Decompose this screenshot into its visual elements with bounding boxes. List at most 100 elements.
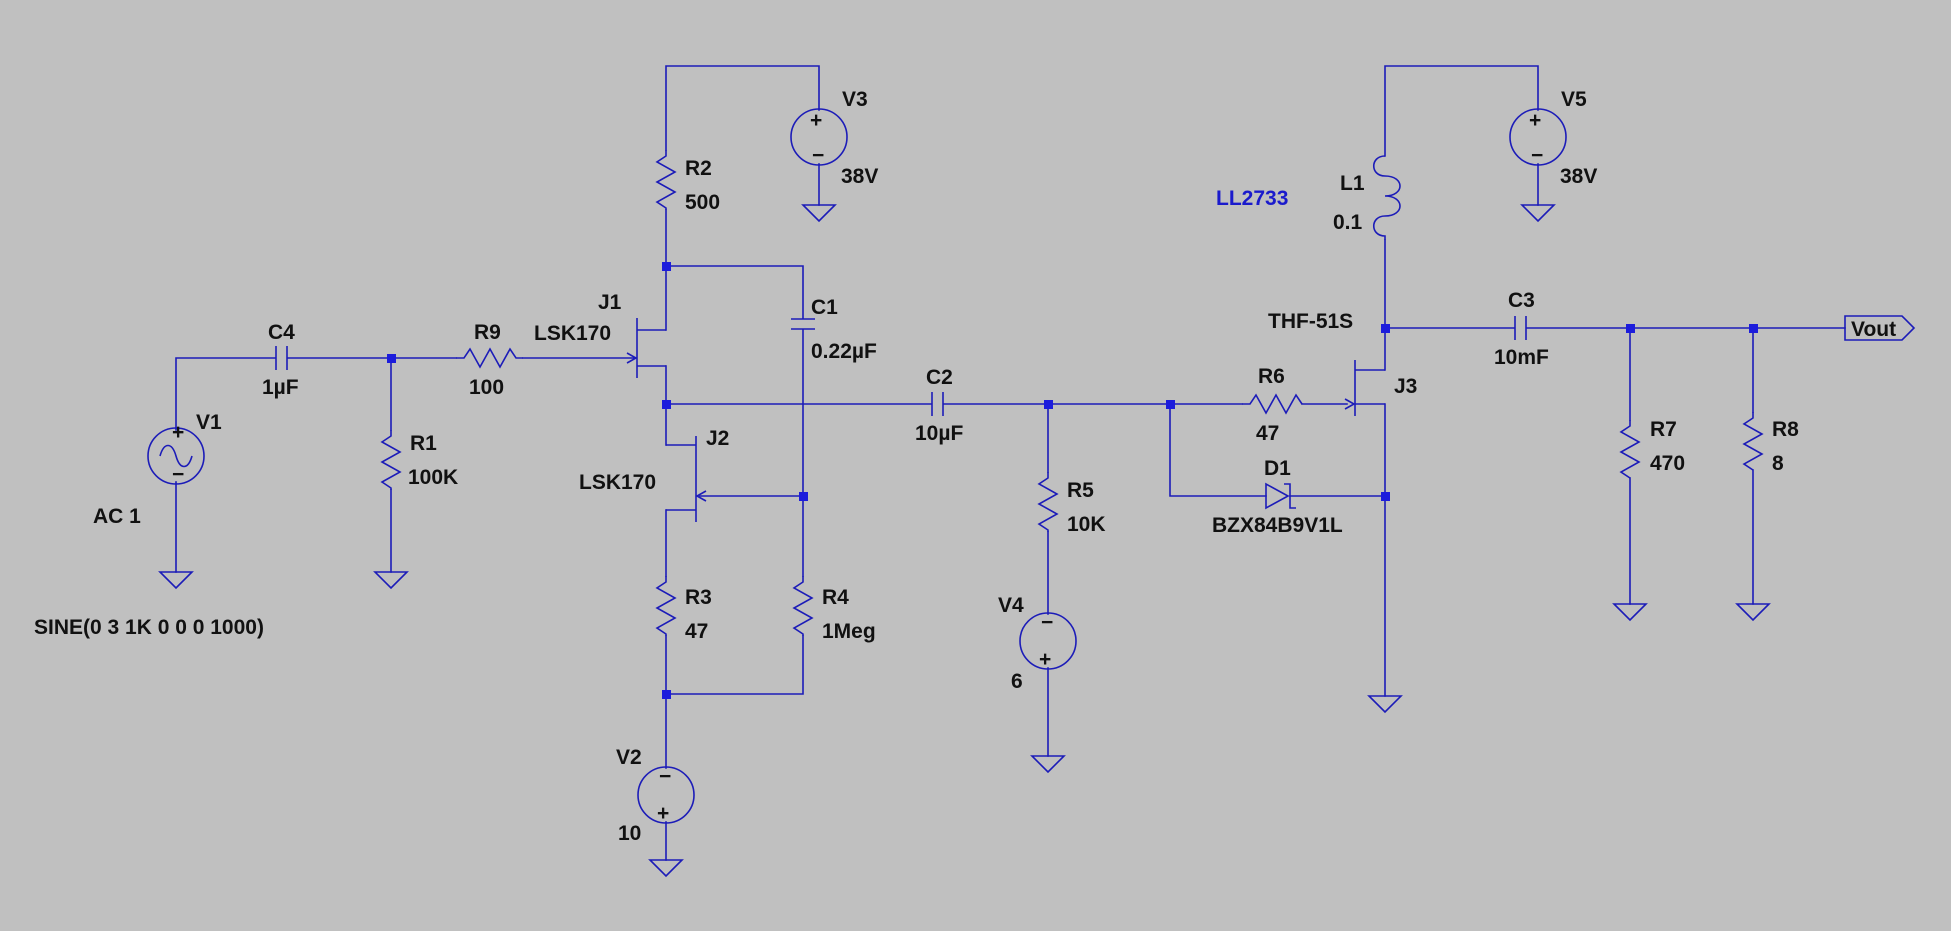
junction-r8 xyxy=(1749,324,1758,333)
wire-c1-top xyxy=(665,265,804,319)
junction-r3-r4 xyxy=(662,690,671,699)
resistor-r4[interactable] xyxy=(792,576,814,636)
label-v4-name: V4 xyxy=(998,594,1024,617)
label-c3-name: C3 xyxy=(1508,289,1535,312)
wire-d1-anode xyxy=(1169,403,1267,497)
label-l1-name: L1 xyxy=(1340,172,1365,195)
ground-r7 xyxy=(1612,603,1648,622)
label-v2-value: 10 xyxy=(618,822,641,845)
label-v5-name: V5 xyxy=(1561,88,1587,111)
net-label-vout[interactable]: Vout xyxy=(1844,315,1916,341)
ac-source-v1[interactable]: + − xyxy=(147,421,205,486)
label-j2-model: LSK170 xyxy=(579,471,656,494)
dc-source-v5[interactable]: + − xyxy=(1509,108,1567,167)
ground-r8 xyxy=(1735,603,1771,622)
label-r1-value: 100K xyxy=(408,466,458,489)
label-r8-value: 8 xyxy=(1772,452,1784,475)
dc-source-v4[interactable]: − + xyxy=(1019,611,1077,671)
junction-j3-drain xyxy=(1381,324,1390,333)
junction-j1-drain xyxy=(662,262,671,271)
label-j1-name: J1 xyxy=(598,291,622,314)
label-j1-model: LSK170 xyxy=(534,322,611,345)
resistor-r6[interactable] xyxy=(1242,393,1303,415)
resistor-r5[interactable] xyxy=(1037,472,1059,532)
label-r2-name: R2 xyxy=(685,157,712,180)
junction-dots xyxy=(387,262,1758,699)
label-c1-name: C1 xyxy=(811,296,838,319)
v5-minus-sign: − xyxy=(1531,144,1543,167)
label-r2-value: 500 xyxy=(685,191,720,214)
label-r6-value: 47 xyxy=(1256,422,1279,445)
label-r3-value: 47 xyxy=(685,620,708,643)
zener-diode-d1[interactable] xyxy=(1265,482,1296,510)
capacitor-c4[interactable] xyxy=(275,346,288,370)
capacitor-c1[interactable] xyxy=(791,318,815,330)
dc-source-v2[interactable]: − + xyxy=(637,765,695,825)
label-r3-name: R3 xyxy=(685,586,712,609)
resistor-r1[interactable] xyxy=(380,430,402,490)
label-d1-model: BZX84B9V1L xyxy=(1212,514,1343,537)
junction-d1-cathode xyxy=(1381,492,1390,501)
label-v3-name: V3 xyxy=(842,88,868,111)
ground-v3 xyxy=(801,204,837,223)
v2-plus-sign: + xyxy=(657,802,669,825)
label-d1-name: D1 xyxy=(1264,457,1291,480)
wire-r3-r4-bottom xyxy=(665,635,804,695)
v1-plus-sign: + xyxy=(172,421,184,444)
label-j2-name: J2 xyxy=(706,427,729,450)
capacitors xyxy=(275,316,1527,416)
junction-d1-anode xyxy=(1166,400,1175,409)
resistor-r7[interactable] xyxy=(1619,420,1641,479)
component-labels: V1 AC 1 SINE(0 3 1K 0 0 0 1000) C4 1µF R… xyxy=(34,88,1799,845)
label-r6-name: R6 xyxy=(1258,365,1285,388)
junction-r1 xyxy=(387,354,396,363)
ground-v2 xyxy=(648,859,684,878)
resistor-r9[interactable] xyxy=(456,347,523,369)
wire-v1-c4 xyxy=(175,357,276,431)
jfet-j3[interactable] xyxy=(1344,360,1385,416)
v3-plus-sign: + xyxy=(810,109,822,132)
grounds xyxy=(158,204,1771,878)
label-v3-value: 38V xyxy=(841,165,878,188)
v4-plus-sign: + xyxy=(1039,648,1051,671)
label-r4-name: R4 xyxy=(822,586,849,609)
label-r1-name: R1 xyxy=(410,432,437,455)
v1-minus-sign: − xyxy=(172,463,184,486)
label-r8-name: R8 xyxy=(1772,418,1799,441)
label-v5-value: 38V xyxy=(1560,165,1597,188)
label-r5-value: 10K xyxy=(1067,513,1106,536)
v3-minus-sign: − xyxy=(812,144,824,167)
junction-r5 xyxy=(1044,400,1053,409)
capacitor-c2[interactable] xyxy=(931,392,944,416)
ground-v1 xyxy=(158,571,194,590)
ground-v5 xyxy=(1520,204,1556,223)
wire-r2-v3 xyxy=(665,65,820,151)
ground-j3 xyxy=(1367,695,1403,714)
label-r7-name: R7 xyxy=(1650,418,1677,441)
label-c3-value: 10mF xyxy=(1494,346,1549,369)
resistor-r2[interactable] xyxy=(655,150,677,210)
v5-plus-sign: + xyxy=(1529,109,1541,132)
vout-label-text: Vout xyxy=(1851,318,1896,341)
label-c1-value: 0.22µF xyxy=(811,340,877,363)
label-r9-value: 100 xyxy=(469,376,504,399)
label-r9-name: R9 xyxy=(474,321,501,344)
resistor-r8[interactable] xyxy=(1742,412,1764,471)
label-v4-value: 6 xyxy=(1011,670,1023,693)
capacitor-c3[interactable] xyxy=(1514,316,1527,340)
wire-l1-v5 xyxy=(1384,65,1539,157)
dc-source-v3[interactable]: + − xyxy=(790,108,848,167)
v2-minus-sign: − xyxy=(659,765,671,788)
label-r7-value: 470 xyxy=(1650,452,1685,475)
directive-ll2733[interactable]: LL2733 xyxy=(1216,187,1288,210)
label-c2-value: 10µF xyxy=(915,422,963,445)
inductor-l1[interactable] xyxy=(1372,155,1401,240)
resistor-r3[interactable] xyxy=(655,576,677,636)
label-v1-name: V1 xyxy=(196,411,222,434)
label-v1-value: AC 1 xyxy=(93,505,141,528)
jfet-j1[interactable] xyxy=(626,318,666,378)
jfet-j2[interactable] xyxy=(666,436,707,522)
